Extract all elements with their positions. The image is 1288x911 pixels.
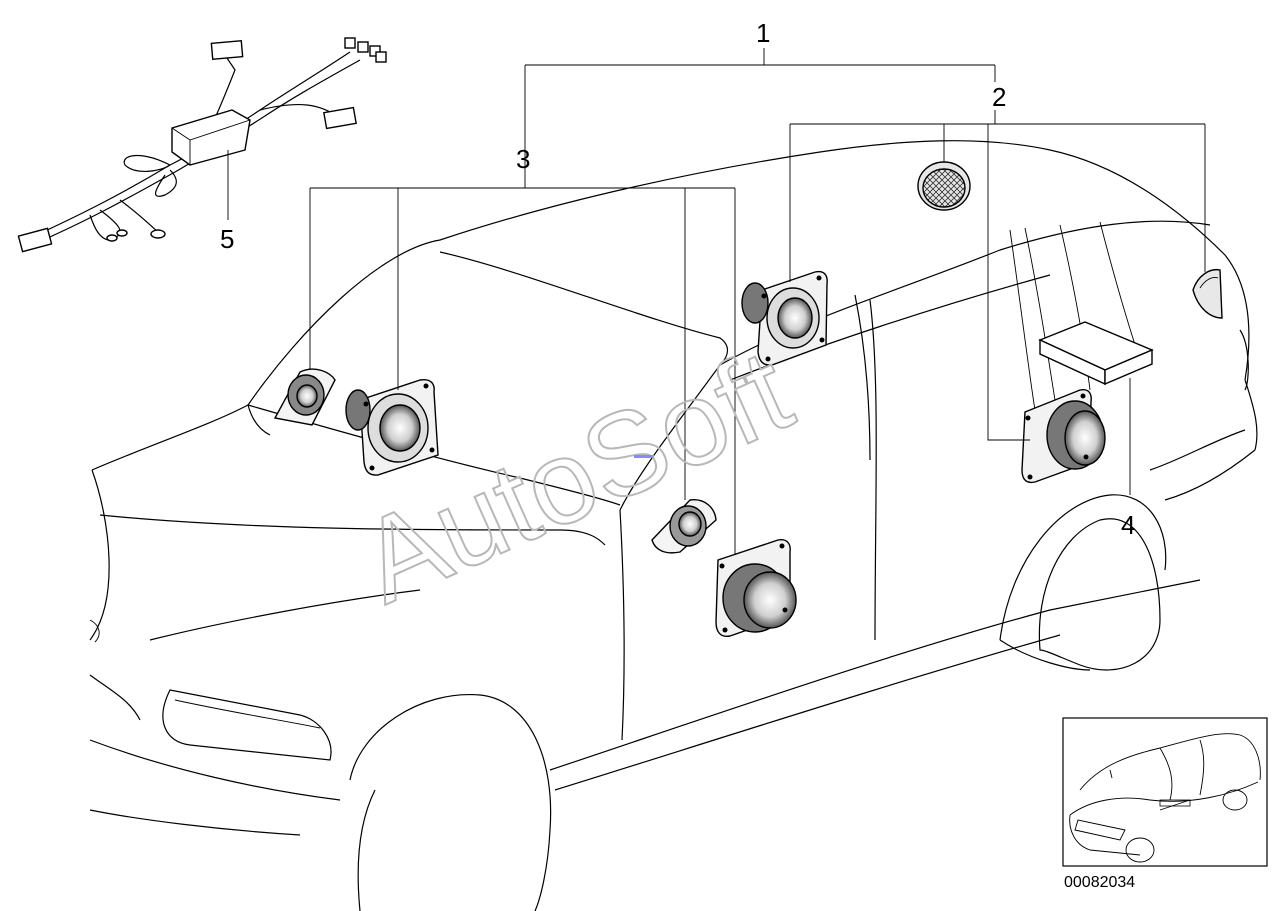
callout-5: 5 <box>220 224 234 254</box>
speaker-grille <box>917 161 971 211</box>
amplifier <box>1038 321 1154 386</box>
tweeter-rear <box>1192 268 1223 319</box>
speaker-rear-door <box>1021 388 1106 484</box>
callout-2: 2 <box>992 82 1006 112</box>
speaker-front-left <box>345 378 439 476</box>
reference-number: 00082034 <box>1064 874 1135 891</box>
wiring-harness <box>17 37 387 253</box>
vehicle-inset <box>1062 717 1268 867</box>
callout-1: 1 <box>756 18 770 48</box>
callout-3: 3 <box>516 144 530 174</box>
car-body-outline <box>89 140 1258 911</box>
tweeter-front-door <box>651 499 717 554</box>
speaker-front-door <box>715 538 797 637</box>
callout-4: 4 <box>1121 510 1135 540</box>
watermark-dash <box>634 455 654 458</box>
tweeter-front-left <box>273 368 336 426</box>
speaker-rear-shelf <box>741 270 828 366</box>
leader-lines <box>227 48 1206 555</box>
